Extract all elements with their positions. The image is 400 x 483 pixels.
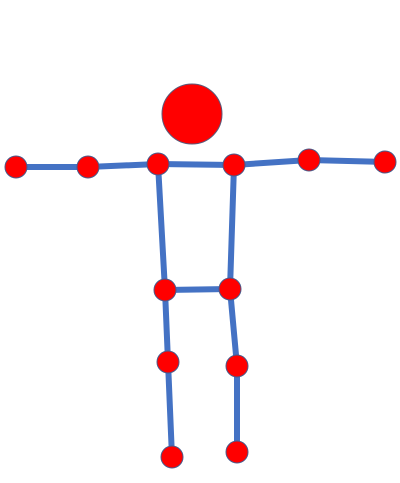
- joint-left-hip: [153, 278, 177, 302]
- joint-left-elbow: [76, 155, 100, 179]
- joint-right-foot: [225, 440, 249, 464]
- bone-left-shoulder-to-right-shoulder: [155, 161, 237, 168]
- joint-left-foot: [160, 445, 184, 469]
- joints-layer: [4, 148, 397, 469]
- joint-left-shoulder: [146, 152, 170, 176]
- joint-right-knee: [225, 354, 249, 378]
- bone-left-shoulder-to-left-hip: [155, 161, 168, 293]
- head-circle: [161, 83, 223, 145]
- head-layer: [161, 83, 223, 145]
- joint-left-knee: [156, 350, 180, 374]
- joint-right-hip: [218, 277, 242, 301]
- bone-left-knee-to-left-foot: [165, 359, 175, 460]
- joint-right-shoulder: [222, 153, 246, 177]
- bone-left-hip-to-left-knee: [162, 287, 171, 365]
- bone-right-hip-to-right-knee: [227, 286, 240, 369]
- bone-right-shoulder-to-right-elbow: [231, 157, 312, 168]
- joint-left-hand: [4, 155, 28, 179]
- joint-right-hand: [373, 150, 397, 174]
- bone-left-elbow-to-left-shoulder: [85, 161, 161, 170]
- bone-right-shoulder-to-right-hip: [227, 162, 237, 292]
- joint-right-elbow: [297, 148, 321, 172]
- bone-right-elbow-to-right-hand: [306, 157, 388, 165]
- bones-layer: [13, 157, 388, 460]
